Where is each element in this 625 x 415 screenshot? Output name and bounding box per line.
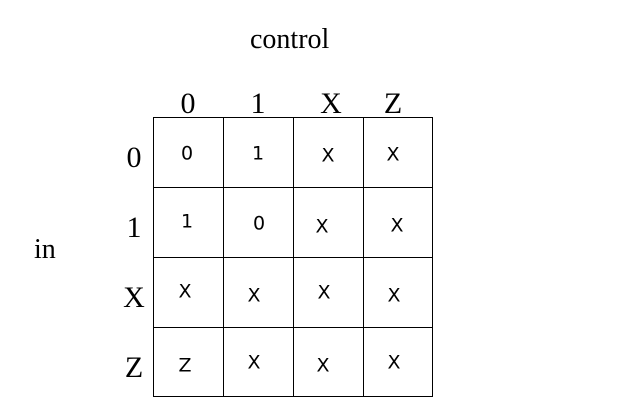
table-cell: 0	[252, 212, 266, 235]
truth-table-grid: 0 1 X X 1 0 X X X X X X Z X X X	[153, 117, 433, 397]
table-cell: X	[315, 215, 329, 238]
control-axis-label: control	[250, 24, 330, 55]
grid-row-divider	[154, 187, 432, 188]
table-cell: X	[317, 281, 331, 304]
table-cell: 1	[180, 210, 194, 233]
grid-row-divider	[154, 327, 432, 328]
table-cell: X	[321, 144, 335, 167]
row-header-1: 1	[126, 211, 142, 244]
table-cell: X	[178, 280, 192, 303]
column-header-z: Z	[383, 87, 403, 120]
row-header-x: X	[123, 281, 145, 314]
table-cell: X	[390, 214, 404, 237]
table-cell: X	[247, 351, 261, 374]
table-cell: X	[387, 351, 401, 374]
table-cell: X	[387, 284, 401, 307]
column-header-x: X	[320, 87, 342, 120]
grid-row-divider	[154, 257, 432, 258]
column-header-0: 0	[180, 87, 196, 120]
table-cell: Z	[178, 354, 192, 377]
table-cell: X	[386, 143, 400, 166]
table-cell: 1	[251, 142, 265, 165]
table-cell: X	[316, 354, 330, 377]
column-header-1: 1	[250, 87, 266, 120]
table-cell: X	[247, 284, 261, 307]
row-header-z: Z	[124, 351, 144, 384]
table-cell: 0	[180, 142, 194, 165]
row-header-0: 0	[126, 141, 142, 174]
in-axis-label: in	[34, 234, 56, 265]
